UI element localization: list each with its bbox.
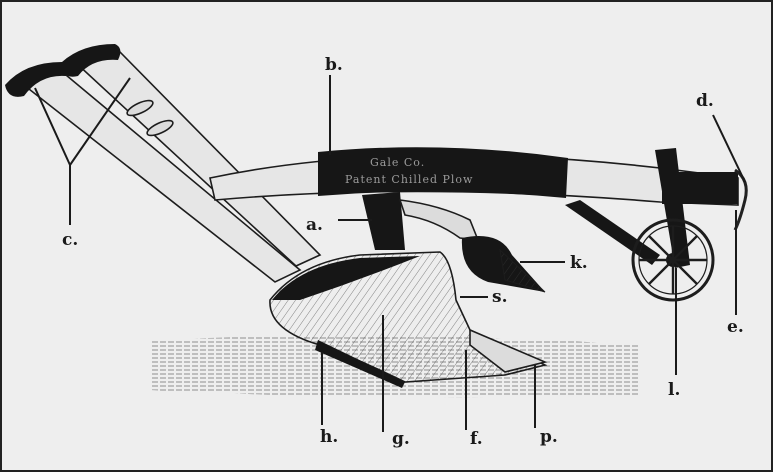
beam-inscription-line-1: Gale Co. xyxy=(370,156,425,169)
label-p: p. xyxy=(540,427,558,447)
label-s: s. xyxy=(492,287,508,307)
label-f: f. xyxy=(470,429,483,449)
label-e: e. xyxy=(727,317,744,337)
label-a: a. xyxy=(306,215,323,235)
label-k: k. xyxy=(570,253,588,273)
beam-inscription-line-2: Patent Chilled Plow xyxy=(345,173,473,186)
label-g: g. xyxy=(392,429,410,449)
label-b: b. xyxy=(325,55,343,75)
label-d: d. xyxy=(696,91,714,111)
label-c: c. xyxy=(62,230,78,250)
label-l: l. xyxy=(668,380,680,400)
label-h: h. xyxy=(320,427,338,447)
